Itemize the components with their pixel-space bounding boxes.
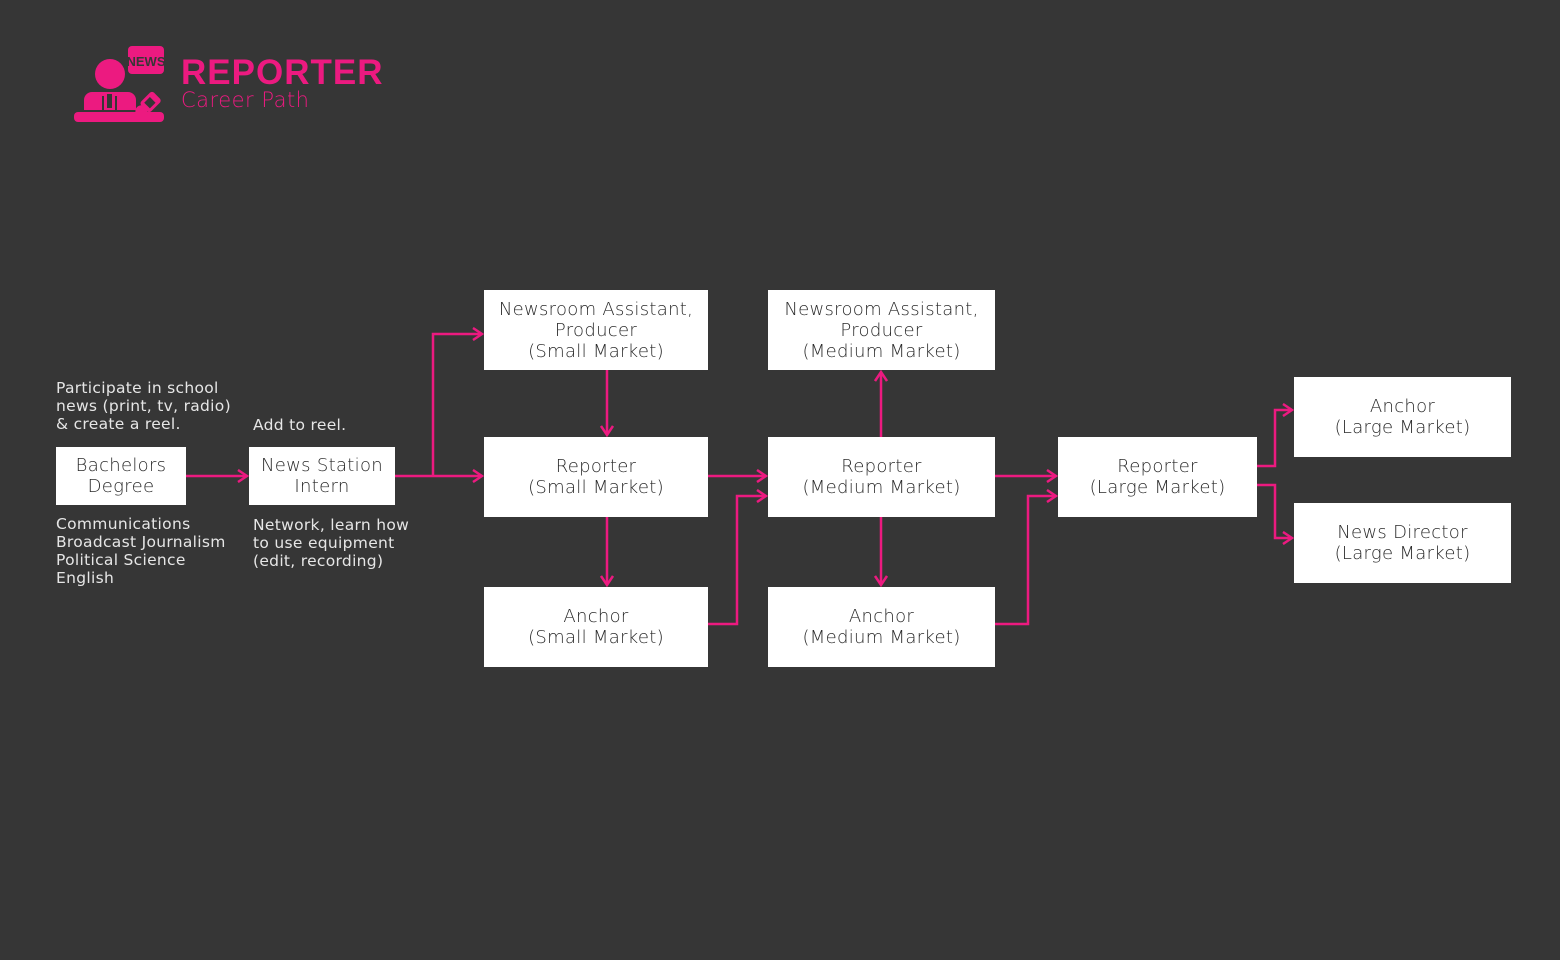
- node-label: (Large Market): [1089, 477, 1226, 498]
- node-label: (Medium Market): [802, 477, 961, 498]
- node-label: Degree: [87, 476, 155, 497]
- reporter-logo-icon: NEWS: [74, 46, 166, 122]
- node-label: (Large Market): [1334, 543, 1471, 564]
- note-line: & create a reel.: [56, 415, 181, 433]
- node-anchor-large: Anchor(Large Market): [1294, 377, 1511, 457]
- note-line: Participate in school: [56, 379, 219, 397]
- arrow-anchor-med-rep-large: [995, 496, 1056, 626]
- node-label: Reporter: [841, 456, 922, 477]
- arrow-intern-nra-small: [431, 334, 482, 476]
- note-line: Communications: [56, 515, 191, 533]
- node-label: Newsroom Assistant,: [784, 298, 979, 320]
- node-label: Reporter: [1117, 456, 1198, 477]
- node-label: (Medium Market): [802, 340, 961, 362]
- arrow-rep-large-anchor-large: [1257, 410, 1292, 468]
- note-line: Political Science: [56, 551, 186, 569]
- node-label: Bachelors: [75, 455, 167, 476]
- node-label: News Director: [1337, 522, 1468, 543]
- node-label: Anchor: [848, 606, 915, 627]
- node-label: Anchor: [1369, 396, 1436, 417]
- arrow-anchor-small-rep-med: [708, 496, 766, 626]
- node-label: Producer: [554, 319, 638, 341]
- node-label: Anchor: [563, 606, 629, 627]
- node-news-director-large: News Director(Large Market): [1294, 503, 1511, 583]
- arrow-rep-large-nd-large: [1257, 483, 1292, 538]
- note-line: Add to reel.: [253, 416, 347, 434]
- node-label: (Medium Market): [802, 627, 961, 648]
- page-title: REPORTER: [181, 53, 384, 92]
- node-newsroom-assistant-small: Newsroom Assistant,Producer(Small Market…: [484, 290, 708, 370]
- note-line: to use equipment: [253, 534, 395, 552]
- node-reporter-small: Reporter(Small Market): [484, 437, 708, 517]
- news-badge-text: NEWS: [127, 54, 166, 69]
- node-label: (Small Market): [528, 627, 664, 648]
- node-anchor-small: Anchor(Small Market): [484, 587, 708, 667]
- node-label: Producer: [840, 319, 923, 341]
- node-newsroom-assistant-medium: Newsroom Assistant,Producer(Medium Marke…: [768, 290, 995, 370]
- note-add-to-reel: Add to reel.: [253, 416, 346, 434]
- node-label: News Station: [261, 455, 383, 476]
- note-line: Broadcast Journalism: [56, 533, 226, 551]
- node-label: Reporter: [555, 456, 637, 477]
- node-label: (Small Market): [528, 477, 664, 498]
- note-line: news (print, tv, radio): [56, 397, 231, 415]
- node-label: Intern: [294, 476, 350, 497]
- note-line: English: [56, 569, 115, 587]
- node-reporter-medium: Reporter(Medium Market): [768, 437, 995, 517]
- note-line: (edit, recording): [253, 552, 384, 570]
- page-subtitle: Career Path: [181, 88, 310, 112]
- node-reporter-large: Reporter(Large Market): [1058, 437, 1257, 517]
- node-anchor-medium: Anchor(Medium Market): [768, 587, 995, 667]
- node-label: Newsroom Assistant,: [498, 298, 694, 320]
- node-label: (Large Market): [1334, 417, 1471, 438]
- node-label: (Small Market): [528, 340, 664, 362]
- note-line: Network, learn how: [253, 516, 410, 534]
